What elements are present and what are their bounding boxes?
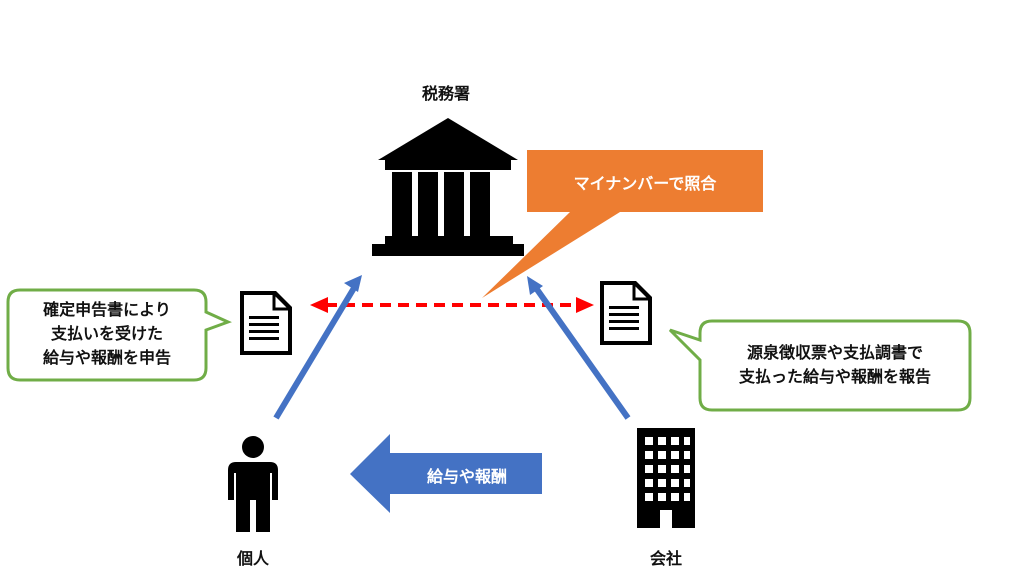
individual-label: 個人 [236,549,269,568]
matching-callout [482,150,763,298]
document-icon [240,291,292,355]
company-to-tax-arrow [527,276,631,420]
building-icon [637,428,695,528]
person-icon [228,436,278,532]
matching-callout-text: マイナンバーで照合 [573,174,717,193]
right-callout-line: 支払った給与や報酬を報告 [738,367,931,386]
right-callout [668,319,972,412]
payment-arrow [350,434,542,513]
right-callout-text: 源泉徴収票や支払調書で 支払った給与や報酬を報告 [700,341,970,389]
matching-double-arrow [310,297,594,313]
document-icon [600,281,652,345]
left-callout-text: 確定申告書により 支払いを受けた 給与や報酬を申告 [8,298,206,370]
company-label: 会社 [649,549,682,568]
tax-office-label: 税務署 [421,84,470,103]
left-callout-line: 給与や報酬を申告 [42,348,171,367]
individual-to-tax-arrow [273,275,362,420]
payment-arrow-label: 給与や報酬 [426,467,507,486]
left-callout-line: 支払いを受けた [50,324,163,343]
bank-icon [372,118,524,256]
left-callout [6,288,232,382]
left-callout-line: 確定申告書により [43,300,171,319]
right-callout-line: 源泉徴収票や支払調書で [746,343,923,362]
